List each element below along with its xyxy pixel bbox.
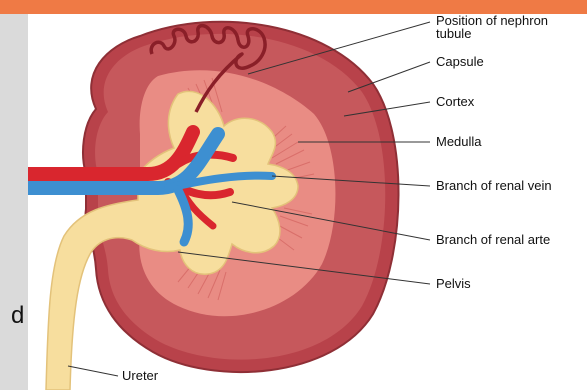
kidney-diagram: Position of nephron tubule Capsule Corte…	[28, 14, 587, 390]
label-cortex: Cortex	[436, 94, 475, 109]
label-renal-artery: Branch of renal arte	[436, 232, 550, 247]
label-medulla: Medulla	[436, 134, 482, 149]
label-renal-vein: Branch of renal vein	[436, 178, 552, 193]
header-bar	[0, 0, 587, 14]
label-nephron-line2: tubule	[436, 26, 471, 41]
left-side-panel	[0, 14, 28, 390]
cut-off-text: d	[11, 304, 24, 328]
label-pelvis: Pelvis	[436, 276, 471, 291]
label-ureter: Ureter	[122, 368, 159, 383]
label-capsule: Capsule	[436, 54, 484, 69]
